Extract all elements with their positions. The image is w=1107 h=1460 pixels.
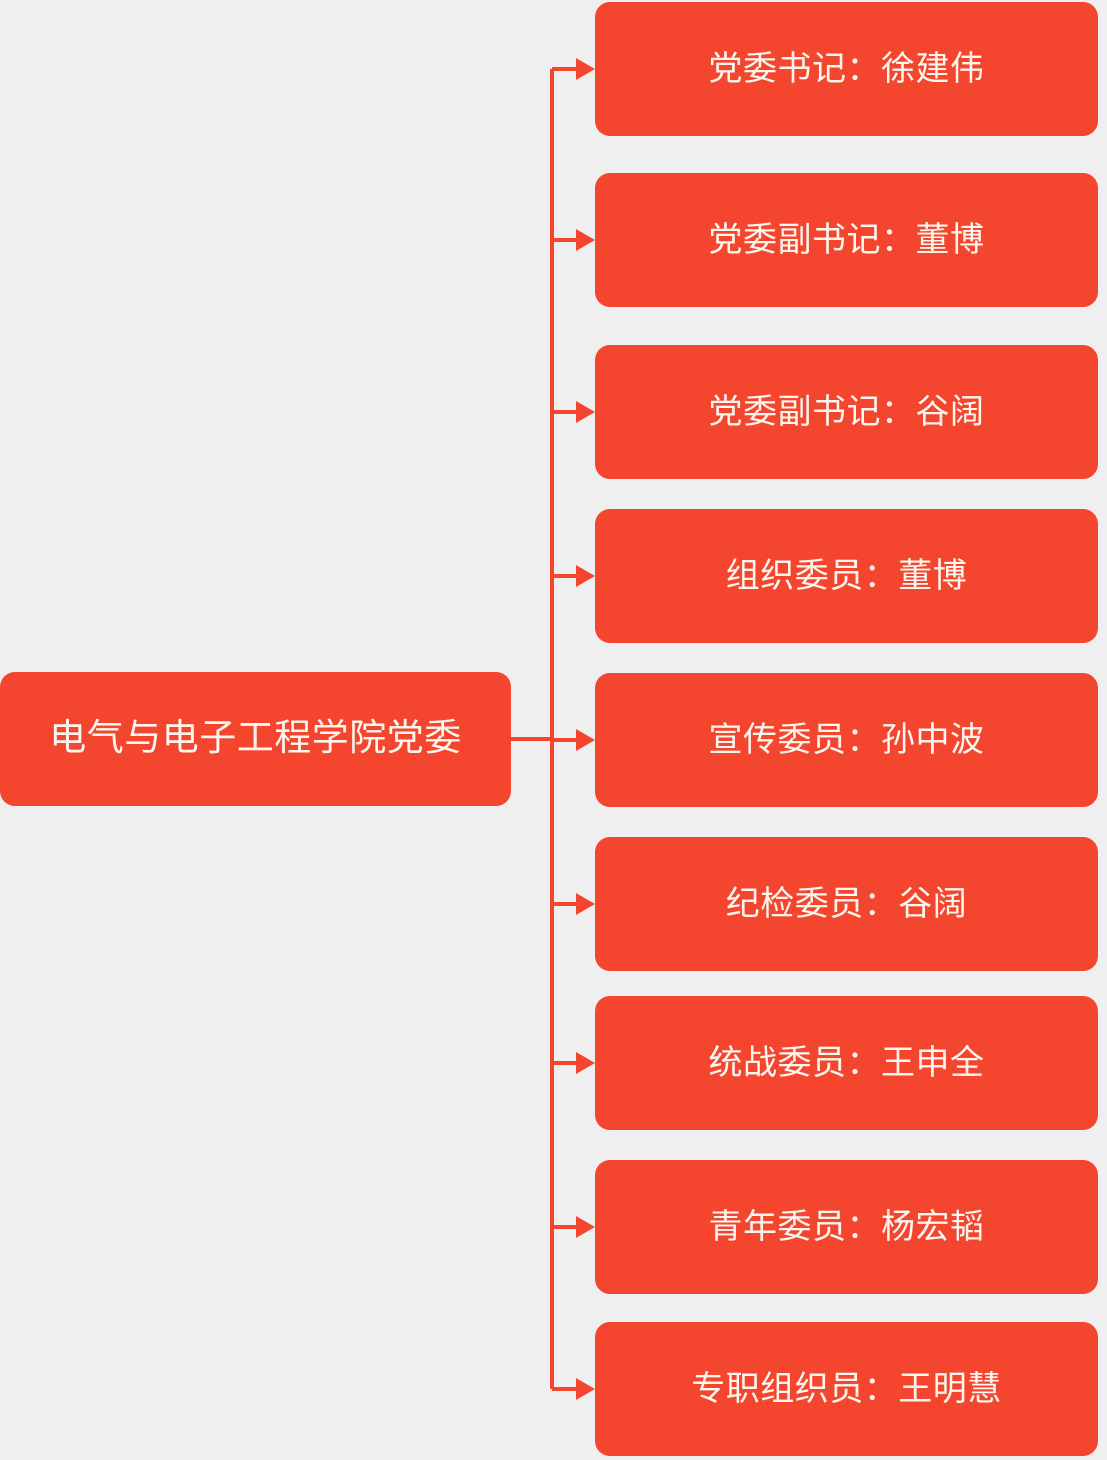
arrowhead-5 — [576, 893, 595, 915]
arrowhead-3 — [576, 565, 595, 587]
arrowhead-8 — [576, 1378, 595, 1400]
node-deputy-party-secretary-gukuo[interactable]: 党委副书记：谷阔 — [595, 345, 1098, 479]
node-discipline-inspection-member[interactable]: 纪检委员：谷阔 — [595, 837, 1098, 971]
arrowhead-0 — [576, 58, 595, 80]
arrowhead-6 — [576, 1052, 595, 1074]
node-united-front-member[interactable]: 统战委员：王申全 — [595, 996, 1098, 1130]
node-youth-member[interactable]: 青年委员：杨宏韬 — [595, 1160, 1098, 1294]
node-organization-member[interactable]: 组织委员：董博 — [595, 509, 1098, 643]
node-full-time-organizer[interactable]: 专职组织员：王明慧 — [595, 1322, 1098, 1456]
arrowhead-1 — [576, 229, 595, 251]
root-node-party-committee[interactable]: 电气与电子工程学院党委 — [0, 672, 511, 806]
node-propaganda-member[interactable]: 宣传委员：孙中波 — [595, 673, 1098, 807]
node-deputy-party-secretary-dongbo[interactable]: 党委副书记：董博 — [595, 173, 1098, 307]
arrowhead-7 — [576, 1216, 595, 1238]
node-party-secretary[interactable]: 党委书记：徐建伟 — [595, 2, 1098, 136]
arrowhead-4 — [576, 729, 595, 751]
arrowhead-2 — [576, 401, 595, 423]
